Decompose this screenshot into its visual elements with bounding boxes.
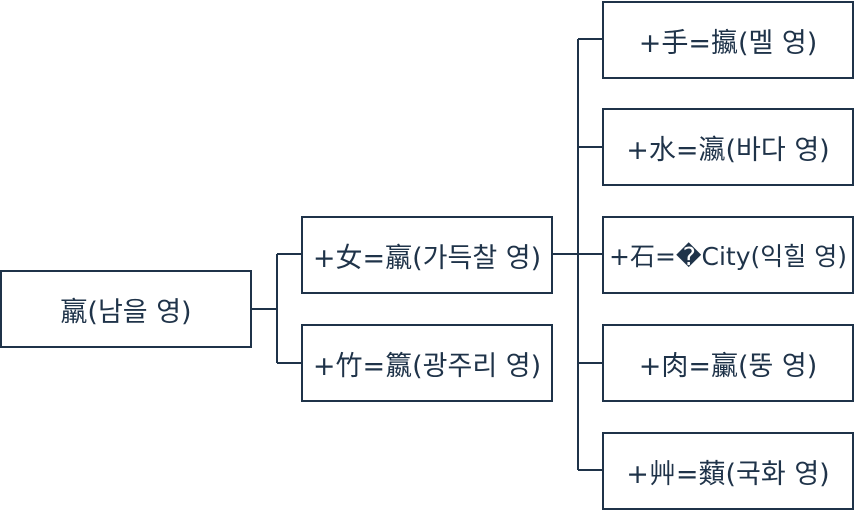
node-seok: +石=�City(익힐 영) xyxy=(602,216,854,294)
node-nyeo-label: +女=羸(가득찰 영) xyxy=(312,242,542,274)
node-juk: +竹=籝(광주리 영) xyxy=(301,324,553,402)
node-mul-label: +水=瀛(바다 영) xyxy=(626,134,830,166)
node-seok-label: +石=�City(익힐 영) xyxy=(609,242,847,271)
node-mul: +水=瀛(바다 영) xyxy=(602,108,854,186)
node-root-label: 羸(남을 영) xyxy=(60,296,192,328)
node-nyeo: +女=羸(가득찰 영) xyxy=(301,216,553,294)
node-yuk-label: +肉=臝(뚱 영) xyxy=(638,350,818,382)
node-root: 羸(남을 영) xyxy=(0,270,252,348)
node-cho: +艸=蘱(국화 영) xyxy=(602,432,854,510)
node-juk-label: +竹=籝(광주리 영) xyxy=(312,350,542,382)
node-su: +手=攍(멜 영) xyxy=(602,1,854,79)
node-yuk: +肉=臝(뚱 영) xyxy=(602,324,854,402)
node-cho-label: +艸=蘱(국화 영) xyxy=(626,458,830,490)
node-su-label: +手=攍(멜 영) xyxy=(638,27,818,59)
